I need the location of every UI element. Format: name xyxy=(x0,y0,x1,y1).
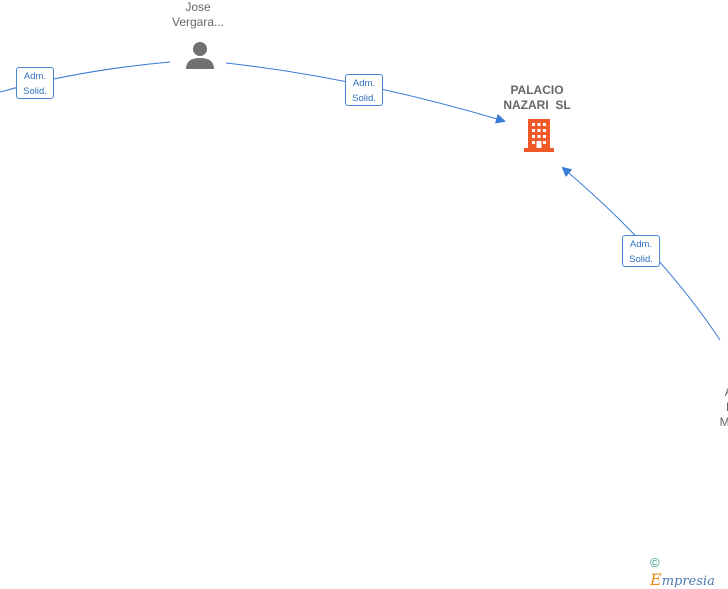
company-name-line2: NAZARI SL xyxy=(503,98,571,112)
person-icon[interactable] xyxy=(186,42,214,69)
person-right-line4: Mar xyxy=(719,415,728,429)
edge-role-line2: Solid. xyxy=(629,254,653,265)
edge-label-left[interactable]: Adm. Solid. xyxy=(16,67,54,99)
edge-role-line1: Adm. xyxy=(352,78,376,89)
person-label-right[interactable]: Al B Mar xyxy=(700,370,728,430)
person-name-line2: Vergara... xyxy=(171,15,225,29)
edge-role-line2: Solid. xyxy=(352,93,376,104)
brand-name: mpresia xyxy=(661,574,715,589)
edge-label-jose-company[interactable]: Adm. Solid. xyxy=(345,74,383,106)
edge-role-line1: Adm. xyxy=(23,71,47,82)
person-right-line2: Al xyxy=(725,385,728,399)
person-label-jose[interactable]: Jose Vergara... xyxy=(160,0,236,30)
company-name-line1: PALACIO xyxy=(510,83,564,97)
brand-initial: E xyxy=(650,570,662,589)
person-name-line1: Jose xyxy=(185,0,211,14)
brand-footer[interactable]: © Empresia xyxy=(650,555,728,589)
edge-role-line2: Solid. xyxy=(23,86,47,97)
edge-label-right-company[interactable]: Adm. Solid. xyxy=(622,235,660,267)
edge-role-line1: Adm. xyxy=(629,239,653,250)
company-label[interactable]: PALACIO NAZARI SL xyxy=(492,83,582,113)
person-right-line3: B xyxy=(726,400,728,414)
copyright-icon: © xyxy=(650,555,660,570)
building-icon[interactable] xyxy=(524,119,554,152)
